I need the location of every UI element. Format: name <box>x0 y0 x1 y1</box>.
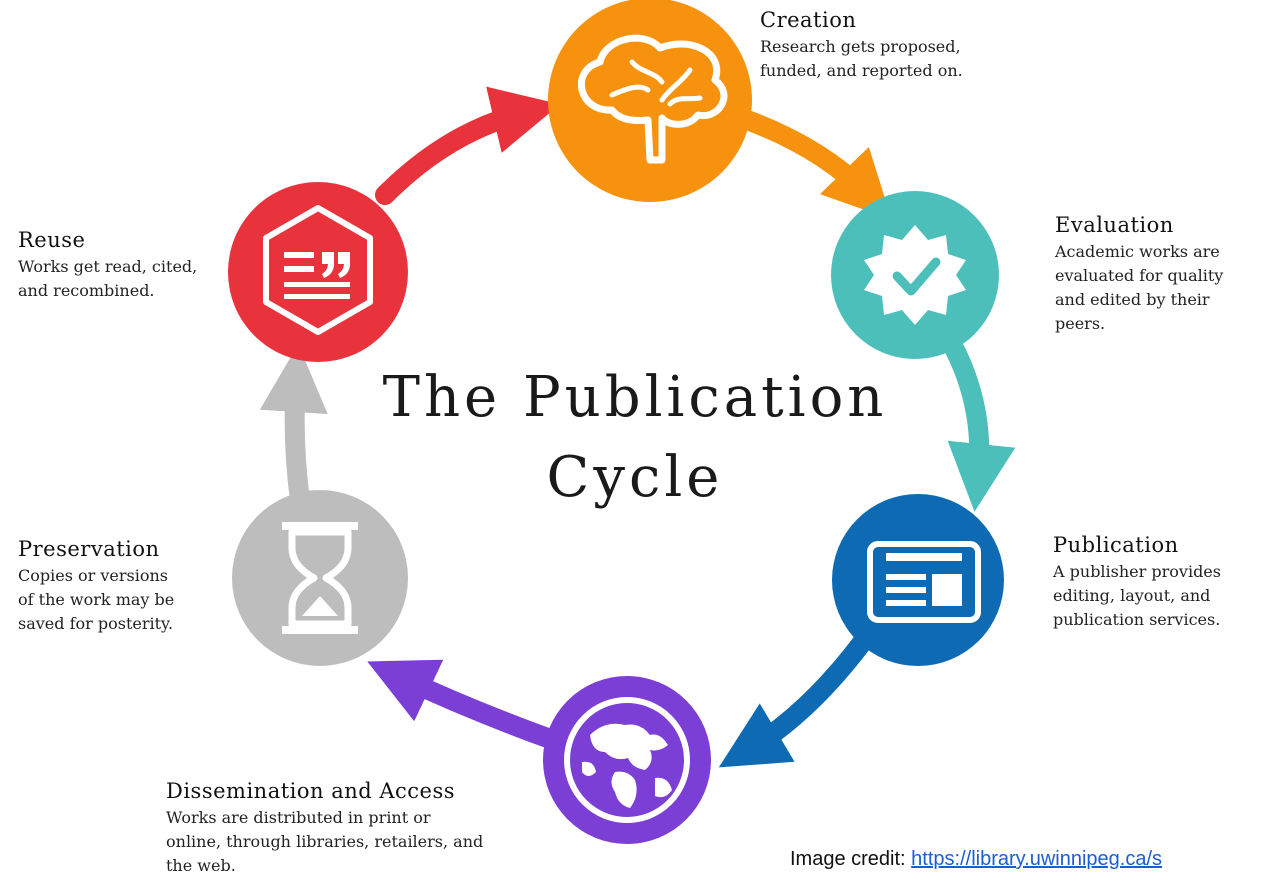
quote-document-icon <box>263 205 373 335</box>
brain-icon <box>578 34 728 164</box>
creation-desc-line: funded, and reported on. <box>760 61 963 80</box>
publication-desc-line: editing, layout, and <box>1053 586 1211 605</box>
reuse-text: Reuse Works get read, cited, and recombi… <box>18 228 197 303</box>
creation-text: Creation Research gets proposed, funded,… <box>760 8 963 83</box>
preservation-title: Preservation <box>18 537 160 561</box>
publication-text: Publication A publisher provides editing… <box>1053 533 1221 632</box>
publication-node <box>832 494 1004 666</box>
cycle-title: The Publication Cycle <box>330 358 940 518</box>
evaluation-title: Evaluation <box>1055 213 1174 237</box>
preservation-desc-line: saved for posterity. <box>18 614 174 633</box>
publication-desc: A publisher provides editing, layout, an… <box>1053 560 1221 632</box>
preservation-desc-line: Copies or versions <box>18 566 168 585</box>
reuse-desc-line: and recombined. <box>18 281 155 300</box>
credit-label: Image credit: <box>790 848 912 870</box>
reuse-node <box>228 182 408 362</box>
preservation-desc: Copies or versions of the work may be sa… <box>18 564 174 636</box>
dissemination-title: Dissemination and Access <box>166 779 456 803</box>
checkmark-badge-icon <box>864 225 966 325</box>
creation-title: Creation <box>760 8 857 32</box>
creation-node <box>548 0 752 202</box>
arrow-preservation-to-reuse <box>259 344 328 510</box>
creation-desc: Research gets proposed, funded, and repo… <box>760 35 963 83</box>
preservation-node <box>232 490 408 666</box>
preservation-desc-line: of the work may be <box>18 590 175 609</box>
hourglass-icon <box>282 522 358 634</box>
dissemination-desc-line: online, through libraries, retailers, an… <box>166 832 484 851</box>
evaluation-node <box>831 191 999 359</box>
arrow-dissemination-to-preservation <box>367 659 563 750</box>
evaluation-desc-line: peers. <box>1055 314 1106 333</box>
dissemination-text: Dissemination and Access Works are distr… <box>166 779 483 878</box>
cycle-title-line1: The Publication <box>382 365 888 430</box>
reuse-title: Reuse <box>18 228 86 252</box>
evaluation-desc: Academic works are evaluated for quality… <box>1055 240 1223 336</box>
dissemination-desc-line: Works are distributed in print or <box>166 808 431 827</box>
publication-desc-line: publication services. <box>1053 610 1221 629</box>
preservation-text: Preservation Copies or versions of the w… <box>18 537 174 636</box>
creation-desc-line: Research gets proposed, <box>760 37 961 56</box>
reuse-desc-line: Works get read, cited, <box>18 257 198 276</box>
dissemination-desc: Works are distributed in print or online… <box>166 806 483 878</box>
arrow-evaluation-to-publication <box>945 340 1016 512</box>
newspaper-icon <box>867 541 981 623</box>
cycle-title-line2: Cycle <box>546 445 724 510</box>
credit-link[interactable]: https://library.uwinnipeg.ca/s <box>911 848 1163 870</box>
globe-icon <box>564 697 690 823</box>
publication-desc-line: A publisher provides <box>1053 562 1221 581</box>
dissemination-node <box>543 676 711 844</box>
evaluation-desc-line: evaluated for quality <box>1055 266 1224 285</box>
evaluation-text: Evaluation Academic works are evaluated … <box>1055 213 1223 336</box>
arrow-publication-to-dissemination <box>718 615 885 768</box>
evaluation-desc-line: Academic works are <box>1055 242 1220 261</box>
publication-title: Publication <box>1053 533 1179 557</box>
dissemination-desc-line: the web. <box>166 856 236 875</box>
image-credit: Image credit: https://library.uwinnipeg.… <box>790 848 1162 871</box>
evaluation-desc-line: and edited by their <box>1055 290 1210 309</box>
arrow-reuse-to-creation <box>375 86 561 205</box>
reuse-desc: Works get read, cited, and recombined. <box>18 255 197 303</box>
